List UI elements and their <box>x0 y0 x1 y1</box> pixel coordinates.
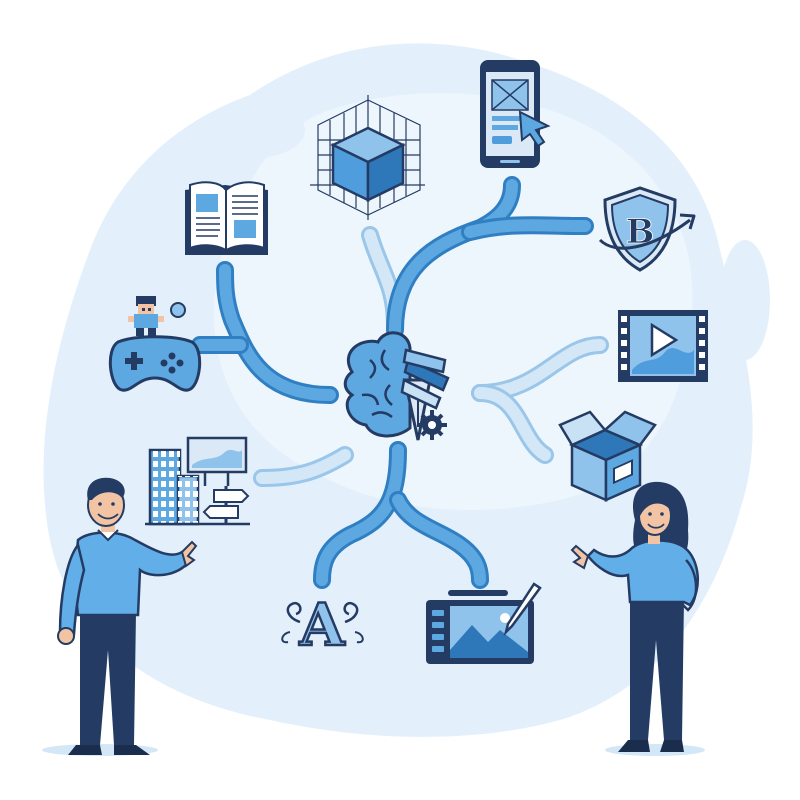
background-blob-right <box>720 240 770 360</box>
background-blob-left <box>205 102 305 158</box>
flourish-right <box>343 601 359 624</box>
man-legs <box>80 612 136 745</box>
city-billboard-icon <box>145 436 250 526</box>
coin-icon <box>170 302 186 318</box>
film-play-icon <box>618 310 708 382</box>
arrow-icon <box>598 218 691 250</box>
woman-hair-front <box>638 490 674 516</box>
brain-pen-gear-icon <box>343 331 450 441</box>
open-book-icon <box>185 181 268 255</box>
mobile-ui-icon <box>480 60 551 168</box>
signpost-icon <box>213 489 250 503</box>
flourish-left <box>286 601 302 624</box>
color-swatch-icon <box>403 358 450 392</box>
drawing-tablet-icon <box>426 582 542 664</box>
play-icon <box>650 322 679 358</box>
dpad-icon <box>125 352 143 370</box>
stylus-holder <box>448 590 508 596</box>
man-pointing-icon <box>42 477 198 756</box>
brand-shield-icon: B <box>598 186 696 272</box>
cube-3d-icon <box>310 95 425 220</box>
pixel-character-icon <box>128 296 164 336</box>
package-box-icon <box>558 410 657 502</box>
woman-pointing-icon <box>570 481 705 756</box>
man-hair <box>87 477 125 500</box>
background-blob-bottom <box>405 650 545 730</box>
connector-tubes <box>191 176 609 589</box>
gamepad-icon <box>108 296 202 392</box>
cursor-icon <box>518 110 551 148</box>
stylus-icon <box>503 582 542 637</box>
woman-legs <box>630 598 684 740</box>
typography-icon: A <box>281 590 364 660</box>
blue-connectors <box>191 176 594 589</box>
typography-letter: A <box>298 591 345 659</box>
woman-shirt <box>586 539 700 607</box>
